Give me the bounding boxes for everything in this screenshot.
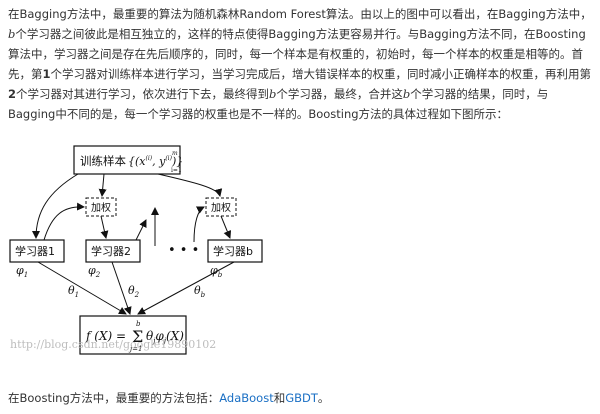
training-samples-label: 训练样本 [80,154,126,168]
ellipsis-dots: • • • [168,243,199,258]
learner-2-label: 学习器2 [91,244,131,258]
theta-2: θ2 [128,284,140,299]
link-adaboost[interactable]: AdaBoost [219,391,274,405]
bottom-sentence: 在Boosting方法中，最重要的方法包括：AdaBoost和GBDT。 [8,391,330,405]
formula-right: θjφj(X) [146,329,184,345]
phi-2: φ2 [88,264,101,279]
result-formula-box [79,315,187,355]
arrow-learner1-weight1 [43,202,85,241]
arrow-samples-weight2 [157,173,223,197]
learner-1-box [9,239,65,263]
theta-b: θb [194,284,206,299]
arrow-learner1-result [37,261,127,315]
training-samples-box [73,145,181,175]
formula-upper: b [136,320,141,328]
learner-1-label: 学习器1 [15,244,55,258]
samples-upper: m [172,150,178,157]
phi-b: φb [210,264,223,279]
arrow-weight1-learner2 [100,215,109,239]
samples-lower: i=1 [171,167,182,174]
intro-paragraph: 在Bagging方法中，最重要的算法为随机森林Random Forest算法。由… [8,7,592,121]
weight-label-1: 加权 [91,201,111,214]
learner-b-label: 学习器b [213,244,253,258]
arrow-samples-weight1 [98,173,107,197]
learner-2-box [85,239,141,263]
phi-1: φ1 [16,264,28,279]
arrow-learner2-result [111,261,132,315]
formula-sigma: Σ [132,327,143,346]
arrow-learner2-next [135,219,147,241]
boosting-diagram: 训练样本 {(x(i), y(i))} m i=1 加权 加权 学习器1 学习器… [8,142,308,368]
arrow-samples-learner1 [32,173,79,239]
weight-label-2: 加权 [211,201,231,214]
link-gbdt[interactable]: GBDT [285,391,318,405]
theta-1: θ1 [68,284,79,299]
arrow-weight2-learnerb [220,215,232,239]
watermark: http://blog.csdn.net/google19890102 [10,338,216,351]
samples-set: {(x(i), y(i))} [128,155,183,168]
arrow-learnerb-result [137,261,235,315]
formula-left: f (X) = [85,329,126,343]
learner-b-box [207,239,263,263]
var-b: b [8,27,16,41]
arrow-ellipsis-weight2 [193,206,205,243]
formula-lower: j=1 [128,345,143,353]
